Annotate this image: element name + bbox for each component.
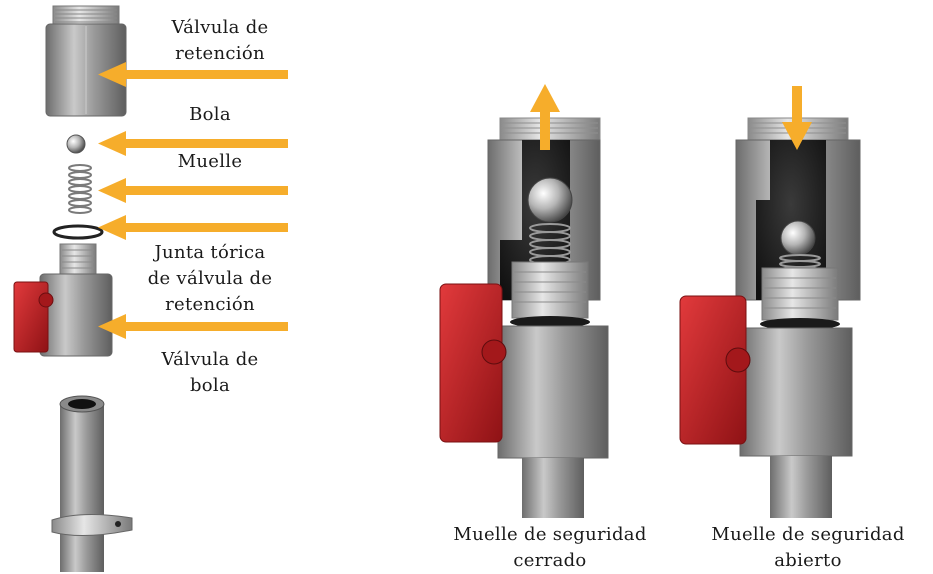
label-o-ring: Junta tórica de válvula de retención [147, 242, 273, 315]
arrow-up-closed [530, 84, 560, 150]
exploded-ball-valve [13, 243, 113, 357]
part-arrows [98, 62, 288, 339]
label-check-valve: Válvula de retención [171, 17, 269, 64]
arrow-check-valve [98, 62, 288, 87]
arrow-spring [98, 178, 288, 203]
label-spring: Muelle [177, 151, 243, 172]
exploded-tube [51, 395, 133, 572]
exploded-o-ring [52, 224, 104, 240]
arrow-o-ring [98, 215, 288, 240]
label-ball-valve: Válvula de bola [161, 349, 259, 396]
cutaway-closed [439, 117, 609, 518]
exploded-spring [68, 164, 92, 214]
caption-closed: Muelle de seguridad cerrado [453, 524, 647, 571]
cutaway-open [679, 117, 861, 518]
arrow-down-open [782, 86, 812, 150]
exploded-ball [66, 134, 86, 154]
caption-open: Muelle de seguridad abierto [711, 524, 905, 571]
arrow-ball-valve [98, 314, 288, 339]
label-ball: Bola [189, 104, 231, 125]
exploded-check-valve [45, 5, 127, 117]
arrow-ball [98, 131, 288, 156]
